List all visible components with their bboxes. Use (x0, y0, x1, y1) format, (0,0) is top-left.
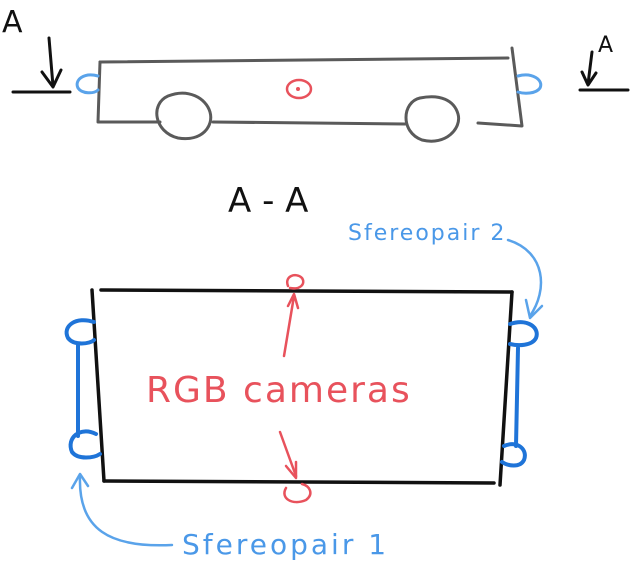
rgb-cameras-label: RGB cameras (146, 370, 412, 411)
rgb-camera-rear-icon (283, 482, 312, 504)
stereo2-camera-top-icon (508, 320, 539, 348)
section-left-edge (90, 288, 106, 483)
stereo1-camera-bottom-icon (68, 429, 102, 460)
section-marker-left: A (2, 5, 23, 40)
side-stereo-camera-rear-icon (516, 73, 543, 95)
stereo2-arrow-shaft (506, 238, 543, 318)
rgb-arrow-down-head (284, 460, 298, 480)
stereo1-camera-top-icon (64, 318, 96, 346)
side-stereo-camera-front-icon (75, 73, 100, 95)
stereo1-arrow-head (70, 472, 90, 490)
stereopair-1-label: Sfereopair 1 (182, 528, 389, 561)
section-arrow-left-head (40, 68, 63, 89)
wheel-front-icon (155, 91, 213, 141)
side-rgb-camera-lens (296, 87, 300, 91)
stereo2-camera-bottom-icon (500, 442, 527, 468)
section-view: RGB cameras Sfereopair 1 Sfereopair 2 (64, 221, 544, 561)
section-arrow-right-head (580, 70, 598, 87)
vehicle-roof (98, 56, 510, 64)
section-top-edge (99, 288, 514, 294)
rgb-arrow-up-shaft (282, 294, 296, 358)
side-view: A A (2, 5, 630, 143)
section-arrow-left-shaft (47, 36, 55, 88)
vehicle-front (96, 60, 162, 124)
side-rgb-camera-icon (285, 78, 313, 100)
stereo1-arrow-shaft (78, 474, 174, 547)
stereo2-arrow-head (524, 298, 544, 320)
rgb-arrow-down-shaft (278, 430, 298, 478)
section-right-edge (498, 290, 514, 487)
section-arrow-right-shaft (586, 50, 594, 86)
rgb-camera-front-icon (285, 274, 305, 290)
stereo2-baseline (514, 346, 520, 448)
wheel-rear-icon (404, 95, 461, 143)
section-marker-right: A (598, 33, 613, 58)
stereopair-2-label: Sfereopair 2 (348, 221, 506, 246)
vehicle-underbody (211, 120, 407, 126)
rgb-arrow-up-head (286, 292, 300, 310)
vehicle-rear (476, 46, 524, 128)
section-bottom-edge (102, 479, 496, 485)
section-title: A - A (228, 181, 308, 221)
